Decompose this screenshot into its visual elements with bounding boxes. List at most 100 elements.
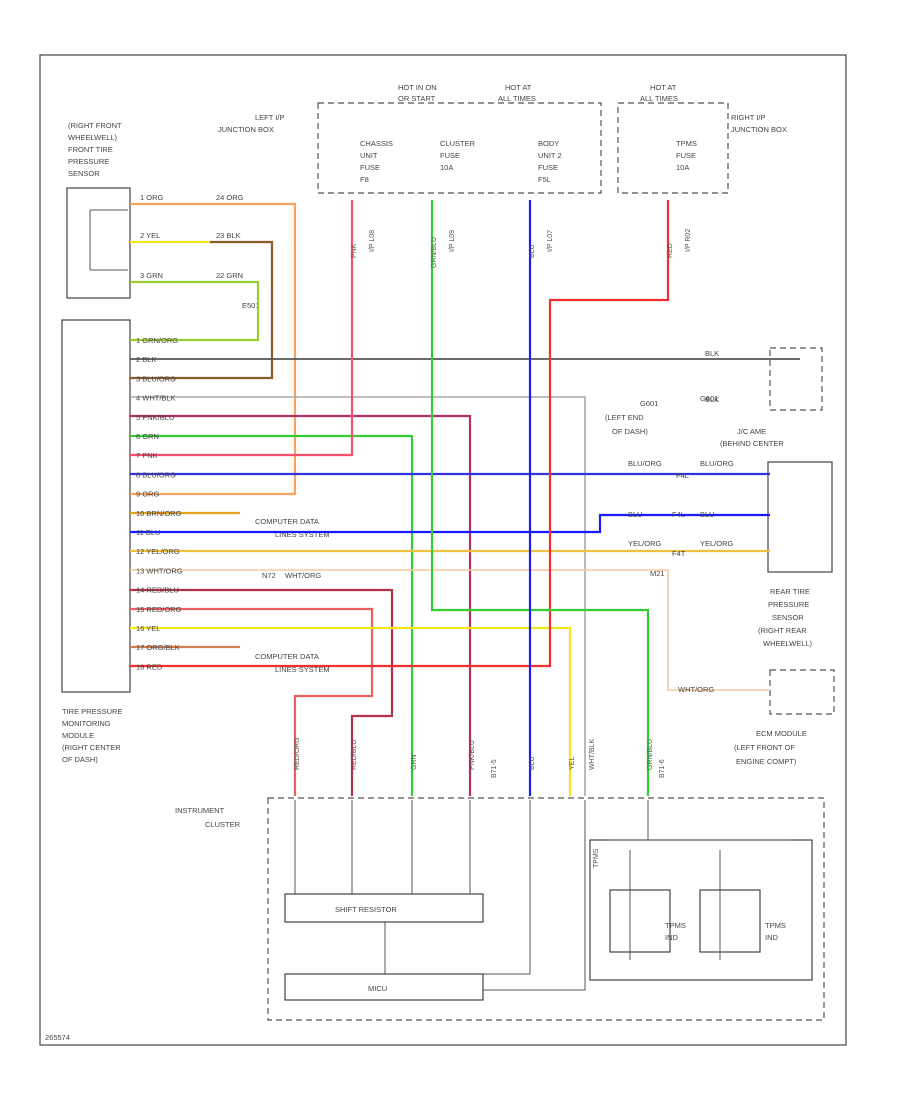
cluster-wire-6: WHT/BLK	[589, 739, 596, 770]
svg-text:INSTRUMENT: INSTRUMENT	[175, 806, 225, 815]
svg-text:OF DASH): OF DASH)	[62, 755, 98, 764]
svg-text:(RIGHT FRONT: (RIGHT FRONT	[68, 121, 122, 130]
jc-ame-connector: J/C AME (BEHIND CENTER	[720, 427, 833, 573]
fuse-wire-blu: BLU	[529, 244, 536, 258]
fuse-wire-pnk: PNK	[351, 243, 358, 258]
jc-blk-a: BLK	[705, 349, 719, 358]
svg-text:FUSE: FUSE	[360, 163, 380, 172]
jc-yel-mid: F4T	[672, 549, 686, 558]
wire-grn-blu	[430, 200, 650, 796]
svg-text:10A: 10A	[676, 163, 689, 172]
svg-text:LEFT I/P: LEFT I/P	[255, 113, 284, 122]
svg-text:JUNCTION BOX: JUNCTION BOX	[218, 125, 274, 134]
module-pin-16: 16 YEL	[136, 624, 160, 633]
right-junction-box: HOT AT ALL TIMES RIGHT I/P JUNCTION BOX …	[617, 83, 787, 194]
jc-yel-b: YEL/ORG	[700, 539, 734, 548]
cluster-wire-7: GRN/BLU	[647, 739, 654, 770]
svg-text:J/C AME: J/C AME	[737, 427, 766, 436]
svg-text:CLUSTER: CLUSTER	[440, 139, 476, 148]
svg-text:(BEHIND CENTER: (BEHIND CENTER	[720, 439, 784, 448]
fuse-tag-1: I/P L08	[369, 230, 376, 252]
diagram-id: 265574	[45, 1033, 70, 1042]
svg-text:SHIFT RESISTOR: SHIFT RESISTOR	[335, 905, 397, 914]
instrument-cluster: INSTRUMENT CLUSTER SHIFT RESISTOR MICU T…	[175, 797, 825, 1021]
svg-text:UNIT: UNIT	[360, 151, 378, 160]
module-pin-6: 6 GRN	[136, 432, 159, 441]
cluster-wire-0: RED/ORG	[294, 737, 301, 770]
svg-text:F5L: F5L	[538, 175, 551, 184]
tpms-module: TIRE PRESSURE MONITORING MODULE (RIGHT C…	[61, 319, 131, 764]
wire-wht-blk	[130, 396, 586, 796]
wire-grn-cluster	[130, 434, 414, 796]
svg-text:MICU: MICU	[368, 984, 387, 993]
jc-bluorg-b: BLU/ORG	[700, 459, 734, 468]
svg-text:(LEFT END: (LEFT END	[605, 413, 644, 422]
svg-text:HOT AT: HOT AT	[650, 83, 677, 92]
svg-text:IND: IND	[665, 933, 679, 942]
cluster-wire-5: YEL	[569, 757, 576, 770]
svg-text:IND: IND	[765, 933, 779, 942]
cluster-tag-c2: B71-6	[659, 759, 666, 778]
jc-n72: N72	[262, 571, 276, 580]
svg-text:HOT IN ON: HOT IN ON	[398, 83, 437, 92]
wire-wht-org	[130, 569, 770, 691]
jc-blu-b: BLU	[700, 510, 715, 519]
wire-blk-brn	[130, 240, 274, 380]
wire-blu	[130, 513, 770, 534]
front-pin-2: 2 YEL	[140, 231, 160, 240]
rear-tire-pressure-sensor: REAR TIRE PRESSURE SENSOR (RIGHT REAR WH…	[758, 587, 813, 648]
svg-text:UNIT 2: UNIT 2	[538, 151, 562, 160]
svg-text:OF DASH): OF DASH)	[612, 427, 648, 436]
e501-tag: E501	[242, 301, 260, 310]
svg-text:(RIGHT REAR: (RIGHT REAR	[758, 626, 807, 635]
module-pin-8: 8 BLU/ORG	[136, 470, 176, 479]
wire-red-org	[130, 607, 374, 796]
svg-text:CLUSTER: CLUSTER	[205, 820, 241, 829]
computer-data-label-2b: LINES SYSTEM	[275, 665, 330, 674]
cluster-tag-tpms: TPMS	[593, 848, 600, 868]
svg-text:G601: G601	[640, 399, 658, 408]
module-pin-12: 12 YEL/ORG	[136, 547, 180, 556]
svg-text:REAR TIRE: REAR TIRE	[770, 587, 810, 596]
diagram-frame	[39, 54, 847, 1046]
module-pin-11: 11 BLU	[136, 528, 160, 537]
module-pin-13: 13 WHT/ORG	[136, 566, 183, 575]
jc-yel-a: YEL/ORG	[628, 539, 662, 548]
cluster-wire-1: RED/BLU	[351, 740, 358, 770]
svg-text:BODY: BODY	[538, 139, 559, 148]
wire-org	[130, 202, 297, 496]
fuse-wire-grnblu: GRN/BLU	[431, 237, 438, 268]
svg-text:TPMS: TPMS	[665, 921, 686, 930]
svg-text:F8: F8	[360, 175, 369, 184]
jc-blu-a: BLU	[628, 510, 643, 519]
computer-data-label-1: COMPUTER DATA	[255, 517, 319, 526]
module-pin-17: 17 ORG/BLK	[136, 643, 180, 652]
fuse-tag-3: I/P L07	[547, 230, 554, 252]
fuse-tag-4: I/P R02	[685, 229, 692, 252]
svg-text:ENGINE COMPT): ENGINE COMPT)	[736, 757, 797, 766]
wire-grn	[130, 280, 260, 342]
svg-text:RIGHT I/P: RIGHT I/P	[731, 113, 765, 122]
computer-data-label-1b: LINES SYSTEM	[275, 530, 330, 539]
module-pin-5: 5 PNK/BLU	[136, 413, 174, 422]
module-pin-18: 18 RED	[136, 662, 163, 671]
front-pin2-22: 22 GRN	[216, 271, 243, 280]
front-pin2-24: 24 ORG	[216, 193, 244, 202]
jc-blk-b: BLK	[705, 395, 719, 404]
svg-text:PRESSURE: PRESSURE	[68, 157, 109, 166]
svg-text:JUNCTION BOX: JUNCTION BOX	[731, 125, 787, 134]
cluster-internal-5	[483, 800, 531, 975]
jc-bluorg-mid: F4L	[676, 471, 689, 480]
fuse-wire-red: RED	[667, 243, 674, 258]
svg-text:HOT AT: HOT AT	[505, 83, 532, 92]
svg-text:OR START: OR START	[398, 94, 436, 103]
jc-m21: M21	[650, 569, 665, 578]
svg-text:SENSOR: SENSOR	[772, 613, 804, 622]
svg-text:TPMS: TPMS	[765, 921, 786, 930]
svg-text:PRESSURE: PRESSURE	[768, 600, 809, 609]
svg-text:FUSE: FUSE	[440, 151, 460, 160]
cluster-wire-2: GRN	[411, 754, 418, 770]
front-tire-pressure-sensor: (RIGHT FRONT WHEELWELL) FRONT TIRE PRESS…	[66, 121, 131, 299]
module-pin-15: 15 RED/ORG	[136, 605, 182, 614]
